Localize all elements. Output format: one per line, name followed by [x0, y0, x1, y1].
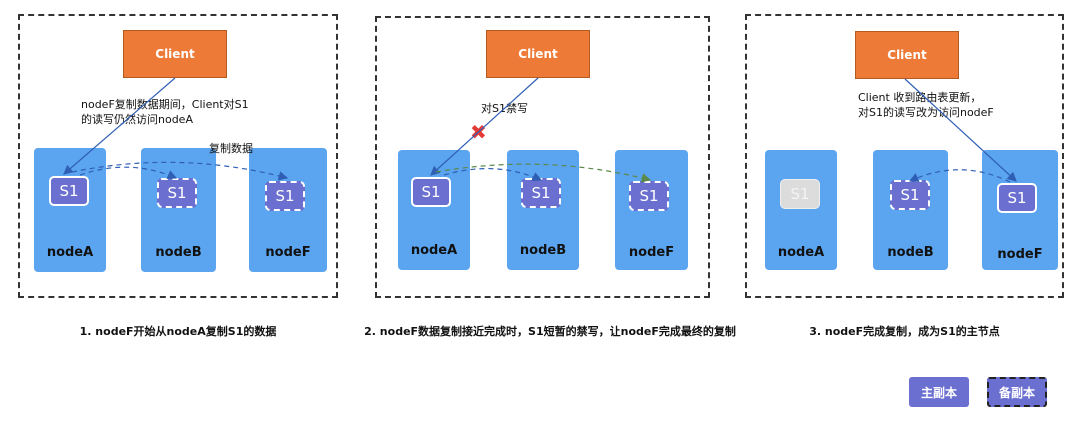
- shard-s1-primary: S1: [997, 183, 1037, 213]
- node-label: nodeB: [519, 243, 567, 258]
- shard-s1-primary: S1: [411, 177, 451, 207]
- node-label: nodeB: [155, 245, 202, 260]
- panel-3: [745, 14, 1064, 298]
- node-label: nodeB: [887, 245, 934, 260]
- shard-s1-removed: S1: [780, 179, 820, 209]
- client-box: Client: [486, 30, 590, 78]
- client-label: Client: [518, 47, 558, 61]
- node-b: S1 nodeB: [507, 150, 579, 270]
- caption-1: 1. nodeF开始从nodeA复制S1的数据: [79, 325, 277, 338]
- note-text: Client 收到路由表更新， 对S1的读写改为访问nodeF: [858, 91, 994, 119]
- node-b: S1 nodeB: [141, 148, 216, 272]
- node-label: nodeF: [628, 245, 675, 260]
- shard-s1-replica: S1: [265, 181, 305, 211]
- node-label: nodeA: [410, 243, 458, 258]
- node-f: S1 nodeF: [249, 148, 327, 272]
- copy-label: 复制数据: [209, 142, 253, 155]
- shard-s1-replica: S1: [157, 178, 197, 208]
- node-a: S1 nodeA: [765, 150, 837, 270]
- node-label: nodeA: [777, 245, 825, 260]
- node-b: S1 nodeB: [873, 150, 948, 270]
- legend-primary-replica: 主副本: [909, 377, 969, 407]
- caption-3: 3. nodeF完成复制，成为S1的主节点: [809, 325, 1000, 338]
- node-label: nodeA: [46, 245, 94, 260]
- node-f: S1 nodeF: [982, 150, 1058, 270]
- caption-2: 2. nodeF数据复制接近完成时，S1短暂的禁写，让nodeF完成最终的复制: [364, 325, 736, 338]
- legend-backup-replica: 备副本: [987, 377, 1047, 407]
- client-label: Client: [155, 47, 195, 61]
- node-f: S1 nodeF: [615, 150, 688, 270]
- node-label: nodeF: [997, 247, 1043, 262]
- shard-s1-replica: S1: [521, 178, 561, 208]
- shard-s1-replica: S1: [629, 181, 669, 211]
- node-label: nodeF: [265, 245, 311, 260]
- client-box: Client: [855, 31, 959, 79]
- node-a: S1 nodeA: [34, 148, 106, 272]
- panel-2: [375, 16, 710, 298]
- client-label: Client: [887, 48, 927, 62]
- panel-1: [18, 14, 338, 298]
- cross-mark-icon: ✖: [470, 120, 487, 144]
- node-a: S1 nodeA: [398, 150, 470, 270]
- note-text: nodeF复制数据期间，Client对S1 的读写仍然访问nodeA: [81, 98, 249, 126]
- shard-s1-replica: S1: [890, 180, 930, 210]
- client-box: Client: [123, 30, 227, 78]
- shard-s1-primary: S1: [49, 176, 89, 206]
- note-text: 对S1禁写: [481, 102, 528, 115]
